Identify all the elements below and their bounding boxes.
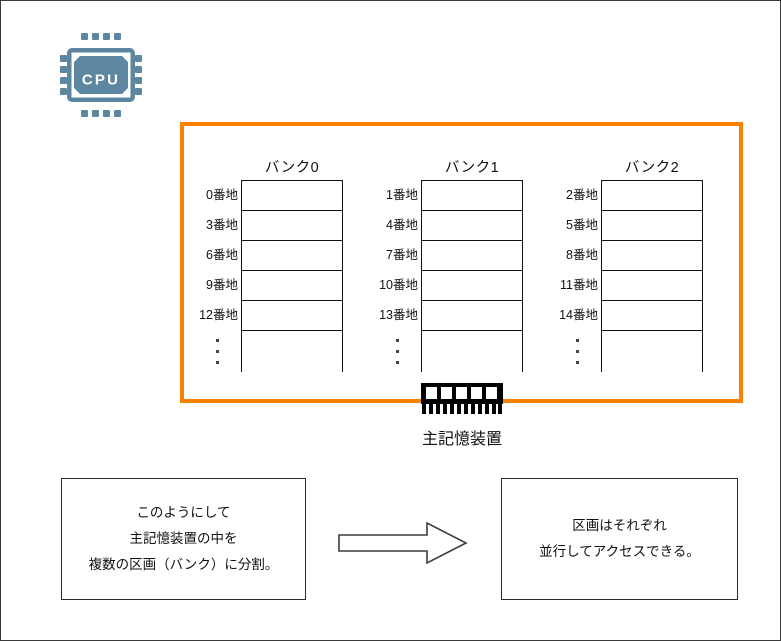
- bank-title: バンク1: [444, 160, 500, 176]
- address-label: 11番地: [560, 278, 598, 292]
- bank-row-continuation: [556, 330, 703, 372]
- vertical-ellipsis-icon: [556, 330, 601, 372]
- address-label: 1番地: [386, 188, 418, 202]
- note-line: 並行してアクセスできる。: [539, 544, 700, 559]
- note-box-right: 区画はそれぞれ 並行してアクセスできる。: [501, 478, 738, 600]
- memory-cell: [241, 210, 343, 240]
- bank-title: バンク0: [264, 160, 320, 176]
- memory-cell: [421, 300, 523, 330]
- bank-row: 5番地: [556, 210, 703, 240]
- bank-title: バンク2: [624, 160, 680, 176]
- bank-row: 6番地: [196, 240, 343, 270]
- address-label: 6番地: [206, 248, 238, 262]
- bank-row: 3番地: [196, 210, 343, 240]
- memory-cell: [241, 300, 343, 330]
- address-label: 14番地: [559, 308, 598, 322]
- bank-row: 1番地: [376, 180, 523, 210]
- address-label: 5番地: [566, 218, 598, 232]
- memory-cell: [421, 180, 523, 210]
- note-line: このようにして: [136, 505, 231, 520]
- address-label: 3番地: [206, 218, 238, 232]
- bank-row: 2番地: [556, 180, 703, 210]
- bank-row: 4番地: [376, 210, 523, 240]
- address-label: 4番地: [386, 218, 418, 232]
- note-line: 区画はそれぞれ: [572, 518, 667, 533]
- memory-cell: [601, 210, 703, 240]
- bank-address-list: 0番地 3番地 6番地 9番地 12番地: [196, 180, 343, 372]
- memory-cell: [601, 240, 703, 270]
- memory-cell: [601, 270, 703, 300]
- address-label: 2番地: [566, 188, 598, 202]
- memory-cell: [601, 330, 703, 372]
- bank-row: 12番地: [196, 300, 343, 330]
- bank-row: 9番地: [196, 270, 343, 300]
- address-label: 10番地: [379, 278, 418, 292]
- address-label: 9番地: [206, 278, 238, 292]
- note-line: 複数の区画（バンク）に分割。: [88, 557, 279, 572]
- bank-address-list: 1番地 4番地 7番地 10番地 13番地: [376, 180, 523, 372]
- block-arrow-right-icon: [337, 520, 469, 566]
- bank-row-continuation: [196, 330, 343, 372]
- address-label: 13番地: [379, 308, 418, 322]
- memory-cell: [601, 180, 703, 210]
- vertical-ellipsis-icon: [376, 330, 421, 372]
- bank-row: 7番地: [376, 240, 523, 270]
- bank-row-continuation: [376, 330, 523, 372]
- note-line: 主記憶装置の中を: [129, 531, 238, 546]
- bank-row: 11番地: [556, 270, 703, 300]
- memory-cell: [241, 180, 343, 210]
- memory-cell: [241, 240, 343, 270]
- cpu-label: CPU: [82, 71, 120, 88]
- address-label: 7番地: [386, 248, 418, 262]
- memory-cell: [421, 330, 523, 372]
- address-label: 12番地: [199, 308, 238, 322]
- vertical-ellipsis-icon: [196, 330, 241, 372]
- note-box-left: このようにして 主記憶装置の中を 複数の区画（バンク）に分割。: [61, 478, 306, 600]
- memory-cell: [601, 300, 703, 330]
- address-label: 0番地: [206, 188, 238, 202]
- memory-cell: [241, 330, 343, 372]
- memory-cell: [421, 240, 523, 270]
- memory-cell: [421, 270, 523, 300]
- memory-cell: [421, 210, 523, 240]
- bank-row: 10番地: [376, 270, 523, 300]
- address-label: 8番地: [566, 248, 598, 262]
- bank-address-list: 2番地 5番地 8番地 11番地 14番地: [556, 180, 703, 372]
- memory-cell: [241, 270, 343, 300]
- ram-module-icon: [421, 383, 503, 415]
- main-memory-label: 主記憶装置: [421, 431, 502, 448]
- bank-row: 14番地: [556, 300, 703, 330]
- bank-row: 13番地: [376, 300, 523, 330]
- cpu-chip-icon: CPU: [58, 31, 144, 119]
- bank-row: 0番地: [196, 180, 343, 210]
- bank-row: 8番地: [556, 240, 703, 270]
